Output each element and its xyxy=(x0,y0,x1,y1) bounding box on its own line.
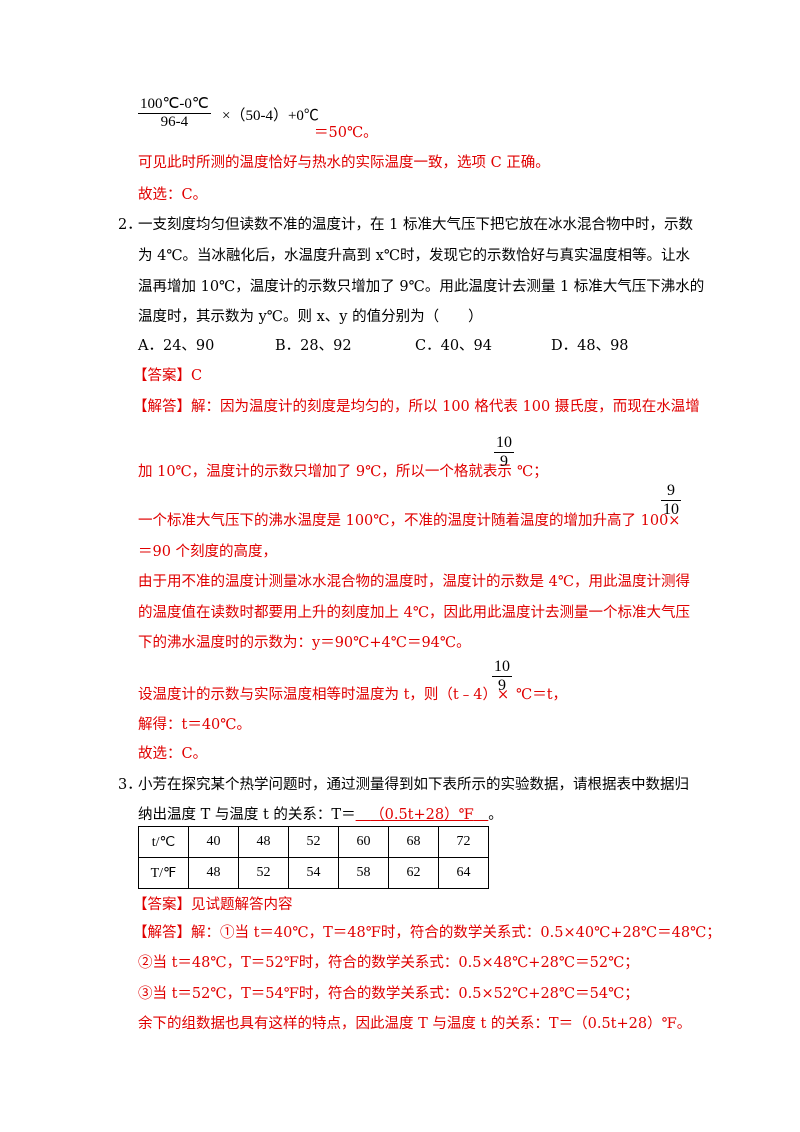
table-cell: 68 xyxy=(388,826,439,858)
fraction-denominator: 9 xyxy=(498,677,506,694)
fraction-bar xyxy=(494,452,514,453)
table-row: T/℉ 48 52 54 58 62 64 xyxy=(138,857,489,889)
solution-label: 【解答】 xyxy=(133,925,191,941)
answer-blank-text: （0.5t+28）℉ xyxy=(370,807,474,823)
solution-2-line-10: 故选：C。 xyxy=(138,746,208,762)
solution-3-line-4: 余下的组数据也具有这样的特点，因此温度 T 与温度 t 的关系：T＝（0.5t+… xyxy=(138,1016,692,1032)
fraction-numerator: 9 xyxy=(667,482,675,499)
solution-2-line-8b: ℃＝t， xyxy=(516,687,568,703)
solution-3-line-3: ③当 t＝52℃，T＝54℉时，符合的数学关系式：0.5×52℃+28℃＝54℃… xyxy=(138,986,639,1002)
option-d: D．48、98 xyxy=(551,338,629,354)
answer-3: 【答案】见试题解答内容 xyxy=(133,897,293,913)
fraction-top: 100℃-0℃ 96-4 xyxy=(138,94,211,131)
solution-2-line-2b: ℃； xyxy=(517,464,548,480)
table-cell: 72 xyxy=(438,826,489,858)
fraction-numerator: 10 xyxy=(496,434,512,451)
table-cell: 52 xyxy=(288,826,339,858)
conclusion-line: 可见此时所测的温度恰好与热水的实际温度一致，选项 C 正确。 xyxy=(138,155,550,171)
fraction-denominator: 9 xyxy=(500,453,508,470)
solution-2-line-3: 一个标准大气压下的沸水温度是 100℃，不准的温度计随着温度的增加升高了 100… xyxy=(138,513,681,529)
solution-2-line-6: 的温度值在读数时都要用上升的刻度加上 4℃，因此用此温度计去测量一个标准大气压 xyxy=(138,605,691,621)
option-c: C．40、94 xyxy=(415,338,492,354)
fraction-bar xyxy=(661,500,681,501)
solution-2-line-2a: 加 10℃，温度计的示数只增加了 9℃，所以一个格就表示 xyxy=(138,464,512,480)
solution-label: 【解答】 xyxy=(133,399,191,415)
table-cell: 58 xyxy=(338,857,389,889)
answer-blank: （0.5t+28）℉ xyxy=(356,807,489,823)
solution-2-line-9: 解得：t＝40℃。 xyxy=(138,717,251,733)
question-3-line-2: 纳出温度 T 与温度 t 的关系：T＝ （0.5t+28）℉ 。 xyxy=(138,803,503,824)
table-cell: 52 xyxy=(238,857,289,889)
question-2-line-2: 为 4℃。当冰融化后，水温度升高到 x℃时，发现它的示数恰好与真实温度相等。让水 xyxy=(138,248,691,264)
fraction-numerator: 10 xyxy=(494,658,510,675)
fraction-numerator: 100℃-0℃ xyxy=(140,96,209,112)
question-2-line-1: 一支刻度均匀但读数不准的温度计，在 1 标准大气压下把它放在冰水混合物中时，示数 xyxy=(138,217,693,233)
solution-2-line-5: 由于用不准的温度计测量冰水混合物的温度时，温度计的示数是 4℃，用此温度计测得 xyxy=(138,574,691,590)
solution-2-line-7: 下的沸水温度时的示数为：y＝90℃+4℃＝94℃。 xyxy=(138,635,471,651)
solution-2-line-8a: 设温度计的示数与实际温度相等时温度为 t，则（t﹣4）× xyxy=(138,687,510,703)
formula-rest: ×（50-4）+0℃ xyxy=(222,108,319,124)
solution-3-line-2: ②当 t＝48℃，T＝52℉时，符合的数学关系式：0.5×48℃+28℃＝52℃… xyxy=(138,955,639,971)
fraction-9-10: 9 10 xyxy=(661,482,681,519)
solution-2-line-1: 【解答】解：因为温度计的刻度是均匀的，所以 100 格代表 100 摄氏度，而现… xyxy=(133,395,700,416)
solution-text: 解：①当 t＝40℃，T＝48℉时，符合的数学关系式：0.5×40℃+28℃＝4… xyxy=(191,925,721,941)
solution-3-line-1: 【解答】解：①当 t＝40℃，T＝48℉时，符合的数学关系式：0.5×40℃+2… xyxy=(133,921,721,942)
question-3-line-1: 小芳在探究某个热学问题时，通过测量得到如下表所示的实验数据，请根据表中数据归 xyxy=(138,777,689,793)
choose-line: 故选：C。 xyxy=(138,187,208,203)
solution-text: 解：因为温度计的刻度是均匀的，所以 100 格代表 100 摄氏度，而现在水温增 xyxy=(191,399,700,415)
fraction-bar xyxy=(138,113,211,114)
table-cell: 62 xyxy=(388,857,439,889)
question-3-number: 3． xyxy=(118,777,142,793)
question-2-number: 2． xyxy=(118,217,142,233)
table-cell: 48 xyxy=(188,857,239,889)
fraction-10-9-a: 10 9 xyxy=(494,434,514,471)
fraction-bar xyxy=(492,676,512,677)
table-cell: 60 xyxy=(338,826,389,858)
question-2-line-3: 温再增加 10℃，温度计的示数只增加了 9℃。用此温度计去测量 1 标准大气压下… xyxy=(138,279,705,295)
fraction-10-9-b: 10 9 xyxy=(492,658,512,695)
data-table: t/℃ 40 48 52 60 68 72 T/℉ 48 52 54 58 62… xyxy=(138,826,489,889)
table-cell: 54 xyxy=(288,857,339,889)
table-row: t/℃ 40 48 52 60 68 72 xyxy=(138,826,489,858)
question-3-line-2-end: 。 xyxy=(488,807,503,823)
option-b: B．28、92 xyxy=(275,338,352,354)
table-cell: 48 xyxy=(238,826,289,858)
formula-result: ＝50℃。 xyxy=(314,125,378,141)
table-cell: 64 xyxy=(438,857,489,889)
fraction-denominator: 96-4 xyxy=(160,114,189,130)
question-2-line-4: 温度时，其示数为 y℃。则 x、y 的值分别为（ ） xyxy=(138,309,483,325)
question-3-line-2-start: 纳出温度 T 与温度 t 的关系：T＝ xyxy=(138,807,356,823)
table-cell: 40 xyxy=(188,826,239,858)
answer-2: 【答案】C xyxy=(133,368,203,384)
table-cell: t/℃ xyxy=(138,826,189,858)
fraction-denominator: 10 xyxy=(663,501,679,518)
option-a: A．24、90 xyxy=(138,338,215,354)
solution-2-line-4: ＝90 个刻度的高度， xyxy=(138,544,278,560)
table-cell: T/℉ xyxy=(138,857,189,889)
